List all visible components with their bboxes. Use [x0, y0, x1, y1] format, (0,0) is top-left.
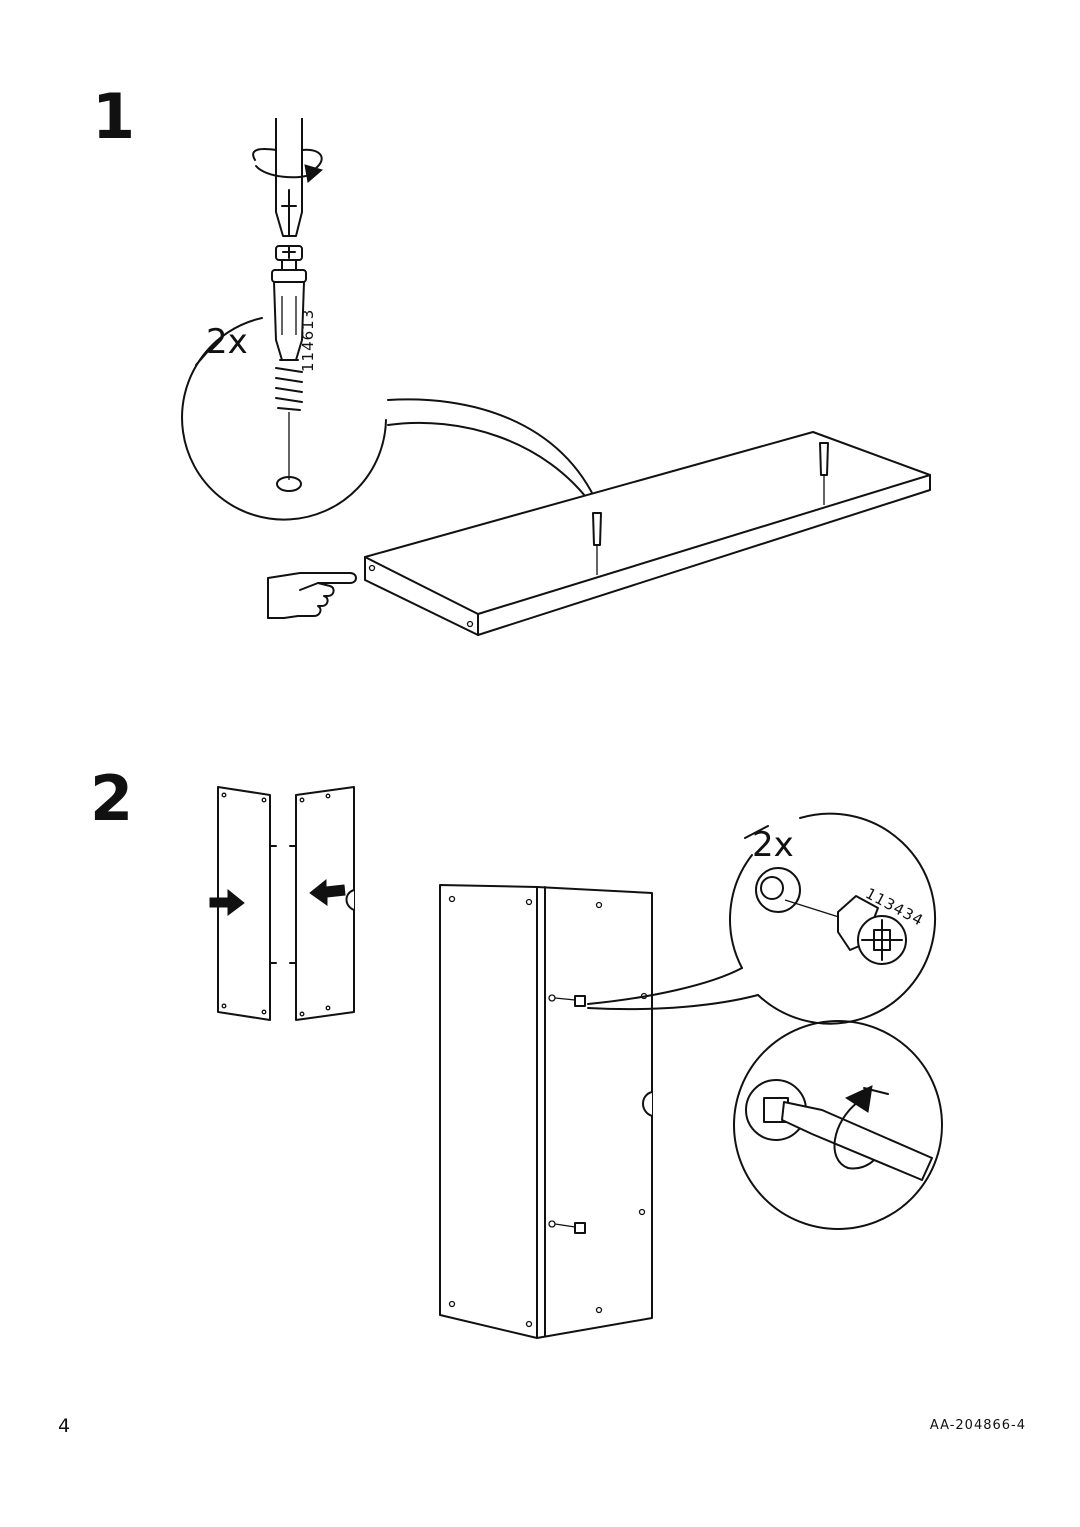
quantity-label-1: 2x: [206, 322, 248, 362]
arrow-right-icon: [209, 888, 245, 916]
step-2-illustration: [209, 786, 943, 1339]
page-number: 4: [58, 1415, 71, 1437]
part-number-1: 114613: [299, 308, 317, 372]
rotation-arrow-icon: [833, 1085, 889, 1170]
shelf-board: [364, 431, 931, 636]
bolt-icon: [271, 245, 307, 492]
step-number-1: 1: [92, 80, 136, 153]
step-number-2: 2: [90, 762, 134, 835]
cam-lock-icon: [837, 895, 907, 965]
cabinet-carcass: [439, 884, 653, 1339]
document-code: AA-204866-4: [929, 1418, 1026, 1433]
step-1-illustration: [181, 118, 931, 636]
screwdriver-icon: [781, 1101, 933, 1181]
screwdriver-icon: [252, 118, 324, 237]
pointing-hand-icon: [267, 572, 357, 619]
quantity-label-2: 2x: [752, 825, 794, 865]
arrow-left-icon: [309, 878, 346, 906]
leader-line-1: [387, 398, 599, 506]
side-panel-right: [289, 786, 355, 1021]
detail-circle-2b: [733, 1020, 943, 1230]
